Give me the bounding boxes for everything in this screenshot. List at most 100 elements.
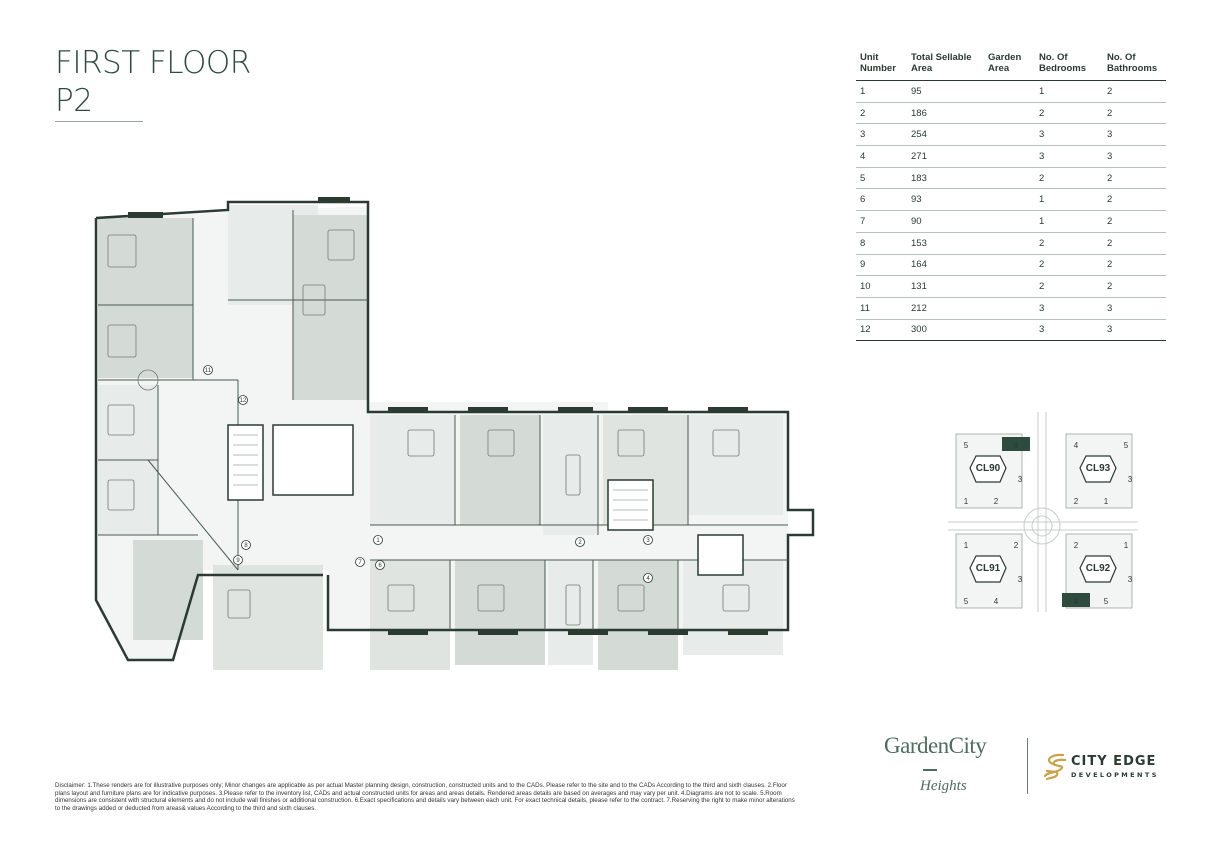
unit-marker-label: 1 <box>376 538 380 544</box>
table-cell: 1 <box>1035 80 1103 103</box>
table-cell: 95 <box>907 80 984 103</box>
stair-cores <box>227 424 744 576</box>
table-cell: 12 <box>856 319 907 342</box>
unit-marker: 4 <box>643 573 653 583</box>
key-map-unit-label: 4 <box>1074 441 1079 450</box>
table-cell: 5 <box>856 167 907 190</box>
interior-walls <box>98 210 788 630</box>
floor-title-line1: FIRST FLOOR <box>55 45 251 81</box>
title-underline <box>55 121 143 122</box>
table-cell <box>984 275 1035 298</box>
unit-marker: 1 <box>373 535 383 545</box>
table-cell: 2 <box>856 102 907 125</box>
table-cell: 2 <box>1035 232 1103 255</box>
table-cell: 1 <box>856 80 907 103</box>
key-map-building-name: CL93 <box>1086 463 1111 474</box>
unit-marker: 3 <box>643 535 653 545</box>
unit-marker: 7 <box>355 557 365 567</box>
unit-fills <box>98 205 783 670</box>
unit-marker-label: 9 <box>236 558 240 564</box>
header-unit-number: Unit Number <box>856 50 907 81</box>
key-map-unit-label: 3 <box>1128 475 1133 484</box>
unit-table: Unit Number Total Sellable Area Garden A… <box>856 50 1166 342</box>
key-map-unit-label: 5 <box>1124 441 1129 450</box>
table-cell: 2 <box>1103 188 1166 212</box>
furniture <box>107 229 750 626</box>
floor-title-line2: P2 <box>55 83 93 119</box>
table-cell: 3 <box>1035 297 1103 320</box>
table-cell: 2 <box>1103 254 1166 277</box>
unit-marker-label: 4 <box>646 576 650 582</box>
key-map-unit-label: 2 <box>1074 497 1079 506</box>
table-cell: 2 <box>1035 167 1103 190</box>
key-map-unit-label: 2 <box>994 497 999 506</box>
balcony-rails <box>128 197 768 635</box>
table-cell <box>984 188 1035 212</box>
table-cell: 183 <box>907 167 984 190</box>
table-cell: 3 <box>1103 297 1166 320</box>
table-cell: 1 <box>1035 188 1103 212</box>
city-edge-sub: DEVELOPMENTS <box>1071 771 1159 779</box>
key-map-unit-label: 1 <box>964 497 969 506</box>
table-cell: 3 <box>1103 145 1166 168</box>
table-cell: 3 <box>1035 123 1103 147</box>
header-total-area: Total Sellable Area <box>907 50 984 81</box>
table-cell: 7 <box>856 210 907 233</box>
table-cell <box>984 254 1035 277</box>
key-map-unit-label: 1 <box>1104 497 1109 506</box>
unit-marker-label: 12 <box>240 398 247 404</box>
unit-marker-label: 6 <box>378 563 382 569</box>
table-cell: 2 <box>1103 275 1166 298</box>
unit-marker-label: 2 <box>578 540 582 546</box>
table-cell: 3 <box>1035 319 1103 342</box>
table-cell: 93 <box>907 188 984 212</box>
key-map-unit-label: 4 <box>994 597 999 606</box>
table-cell: 131 <box>907 275 984 298</box>
key-map-unit-label: 5 <box>964 597 969 606</box>
table-cell: 9 <box>856 254 907 277</box>
unit-marker-label: 11 <box>205 368 212 374</box>
stair-treads <box>233 434 648 521</box>
table-cell <box>984 297 1035 320</box>
key-map-unit-label: 4 <box>1074 597 1079 606</box>
table-cell: 90 <box>907 210 984 233</box>
key-map-unit-label: 5 <box>964 441 969 450</box>
key-map-unit-label: 3 <box>1128 575 1133 584</box>
table-cell: 11 <box>856 297 907 320</box>
key-map-unit-label: 4 <box>1014 441 1019 450</box>
header-bathrooms: No. Of Bathrooms <box>1103 50 1166 81</box>
unit-marker: 9 <box>233 555 243 565</box>
brand-divider <box>1027 738 1028 794</box>
table-cell: 254 <box>907 123 984 147</box>
key-map-highlight <box>1062 593 1090 607</box>
key-map-unit-label: 5 <box>1104 597 1109 606</box>
city-edge-name: CITY EDGE <box>1071 754 1157 769</box>
table-cell: 2 <box>1103 167 1166 190</box>
table-cell <box>984 102 1035 125</box>
table-cell: 164 <box>907 254 984 277</box>
table-cell <box>984 145 1035 168</box>
key-map-unit-label: 3 <box>1018 475 1023 484</box>
table-cell: 4 <box>856 145 907 168</box>
unit-marker-label: 8 <box>244 543 248 549</box>
header-bedrooms: No. Of Bedrooms <box>1035 50 1103 81</box>
floor-title: FIRST FLOOR P2 <box>55 44 251 120</box>
gardencity-logo-text: GardenCity <box>884 733 987 758</box>
key-map-building: CL93 4 5 3 2 1 <box>1065 433 1133 509</box>
table-cell <box>984 80 1035 103</box>
unit-marker: 2 <box>575 537 585 547</box>
table-cell: 2 <box>1035 254 1103 277</box>
